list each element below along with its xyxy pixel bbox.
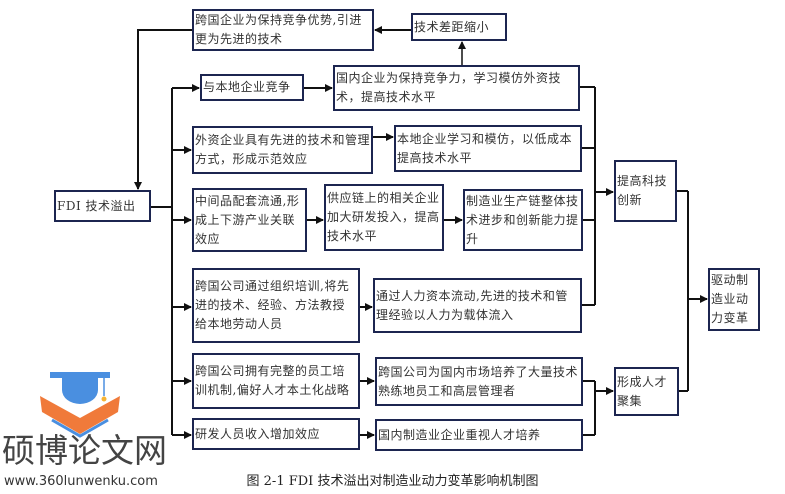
watermark-logo-icon — [40, 372, 120, 438]
node-linkage: 中间品配套流通,形成上下游产业关联效应 — [192, 188, 307, 252]
node-domestic-talent: 国内制造业企业重视人才培养 — [375, 419, 583, 451]
merge-talent — [583, 380, 596, 436]
node-chain-upgrade: 制造业生产链整体技术进步和创新能力提升 — [463, 189, 583, 251]
node-local-learn: 本地企业学习和模仿，以低成本提高技术水平 — [394, 125, 582, 172]
arrow-a-to-fdi — [134, 29, 192, 190]
merge-innovation — [580, 86, 596, 306]
node-compete-local: 与本地企业竞争 — [200, 74, 304, 101]
merge-drive — [677, 190, 689, 392]
node-talent-train: 跨国公司为国内市场培养了大量技术熟练地员工和高层管理者 — [375, 357, 583, 406]
node-innovation: 提高科技创新 — [614, 160, 677, 222]
node-training: 跨国公司通过组织培训,将先进的技术、经验、方法教授给本地劳动人员 — [192, 268, 360, 343]
node-import-tech: 跨国企业为保持竞争优势,引进更为先进的技术 — [192, 9, 374, 51]
node-fdi: FDI 技术溢出 — [54, 190, 151, 222]
node-talent-cluster: 形成人才聚集 — [614, 367, 679, 416]
node-demo-effect: 外资企业具有先进的技术和管理方式，形成示范效应 — [192, 126, 373, 174]
watermark-title: 硕博论文网 — [2, 431, 167, 470]
watermark-url: www.360lunwenku.com — [4, 474, 158, 489]
node-human-flow: 通过人力资本流动,先进的技术和管理经验以人力为载体流入 — [373, 278, 582, 333]
node-income-effect: 研发人员收入增加效应 — [192, 418, 360, 450]
node-domestic-imitate: 国内企业为保持竞争力，学习模仿外资技术，提高技术水平 — [333, 65, 580, 111]
node-gap-narrow: 技术差距缩小 — [411, 13, 507, 41]
node-supply-chain: 供应链上的相关企业加大研发投入，提高技术水平 — [324, 184, 444, 251]
figure-caption: 图 2-1 FDI 技术溢出对制造业动力变革影响机制图 — [246, 474, 539, 489]
node-hr-system: 跨国公司拥有完整的员工培训机制,偏好人才本土化战略 — [192, 353, 360, 409]
node-drive: 驱动制造业动力变革 — [708, 268, 760, 331]
